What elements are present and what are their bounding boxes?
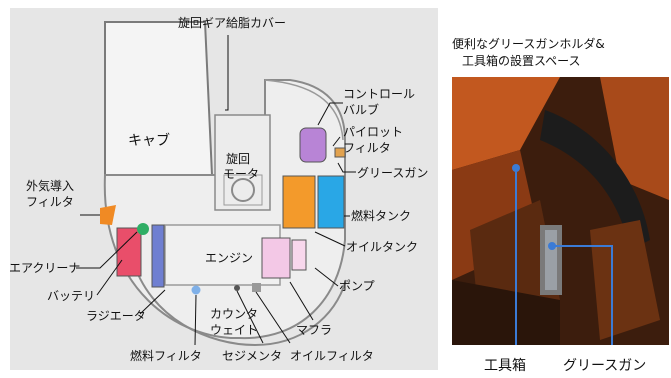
label-pilot-filter-1: パイロット bbox=[343, 125, 403, 139]
label-swing-gear-cover: 旋回ギア給脂カバー bbox=[178, 15, 286, 30]
label-engine: エンジン bbox=[205, 251, 253, 265]
leader-sediment bbox=[236, 290, 264, 344]
cab-outline bbox=[104, 21, 214, 176]
label-muffler: マフラ bbox=[296, 323, 332, 337]
leader-pilot-filter bbox=[332, 136, 341, 147]
label-control-valve-2: バルブ bbox=[343, 102, 379, 117]
photo-caption-line-2: 工具箱の設置スペース bbox=[462, 53, 581, 68]
fuel-filter-component bbox=[191, 285, 201, 295]
battery-component bbox=[116, 227, 142, 277]
outside-air-filter-component bbox=[100, 205, 116, 225]
sediment-component bbox=[234, 285, 240, 291]
leader-oil-filter bbox=[255, 291, 291, 344]
label-outside-air-filter-2: フィルタ bbox=[26, 195, 74, 209]
label-control-valve-1: コントロール bbox=[343, 87, 415, 101]
pump-component bbox=[261, 237, 291, 279]
fuel-tank-component bbox=[317, 175, 345, 229]
label-air-cleaner: エアクリーナ bbox=[9, 261, 80, 275]
photo-marker-toolbox bbox=[512, 164, 520, 172]
leader-radiator bbox=[139, 289, 166, 315]
leader-muffler bbox=[289, 281, 314, 321]
label-oil-tank: オイルタンク bbox=[346, 240, 418, 254]
label-sediment: セジメンタ bbox=[222, 349, 282, 363]
label-grease-gun-left: グリースガン bbox=[357, 166, 428, 180]
label-fuel-tank: 燃料タンク bbox=[351, 208, 411, 223]
oil-tank-component bbox=[282, 175, 316, 229]
label-fuel-filter: 燃料フィルタ bbox=[130, 348, 202, 363]
label-counterweight-1: カウンタ bbox=[210, 307, 258, 321]
pilot-filter-component bbox=[334, 147, 346, 158]
machine-photo bbox=[452, 77, 669, 345]
leader-pump bbox=[314, 267, 339, 287]
label-swing-motor-1: 旋回 bbox=[226, 152, 250, 166]
photo-leader-grease-gun bbox=[552, 245, 613, 345]
label-outside-air-filter-1: 外気導入 bbox=[26, 178, 74, 193]
leader-air-cleaner bbox=[76, 231, 138, 269]
label-radiator: ラジエータ bbox=[86, 309, 146, 323]
photo-label-grease-gun: グリースガン bbox=[563, 358, 646, 374]
label-battery: バッテリ bbox=[47, 289, 95, 303]
label-pump: ポンプ bbox=[339, 279, 375, 293]
swing-motor-circle bbox=[231, 178, 255, 202]
photo-label-toolbox: 工具箱 bbox=[484, 358, 526, 374]
photo-marker-grease-gun bbox=[548, 242, 556, 250]
swing-motor-frame bbox=[223, 174, 263, 206]
leader-grease-gun bbox=[337, 162, 356, 173]
oil-filter-component bbox=[252, 283, 261, 292]
leader-control-valve bbox=[317, 102, 343, 126]
label-swing-motor-2: モータ bbox=[223, 167, 259, 181]
engine-area bbox=[164, 224, 281, 286]
leader-fuel-filter bbox=[194, 294, 197, 346]
muffler-component bbox=[291, 239, 307, 271]
air-cleaner-component bbox=[137, 223, 149, 235]
label-counterweight-2: ウェイト bbox=[210, 323, 258, 337]
radiator-component bbox=[151, 224, 165, 288]
counterweight-outline bbox=[131, 257, 347, 347]
leader-oil-tank bbox=[314, 231, 346, 247]
label-cab: キャブ bbox=[128, 132, 170, 149]
leader-swing-gear-cover bbox=[225, 35, 229, 111]
control-valve-component bbox=[299, 127, 327, 163]
leader-battery bbox=[96, 259, 123, 296]
deck-outline bbox=[264, 79, 344, 141]
photo-caption-line-1: 便利なグリースガンホルダ& bbox=[452, 36, 605, 51]
label-pilot-filter-2: フィルタ bbox=[343, 141, 391, 155]
label-oil-filter: オイルフィルタ bbox=[290, 349, 374, 363]
